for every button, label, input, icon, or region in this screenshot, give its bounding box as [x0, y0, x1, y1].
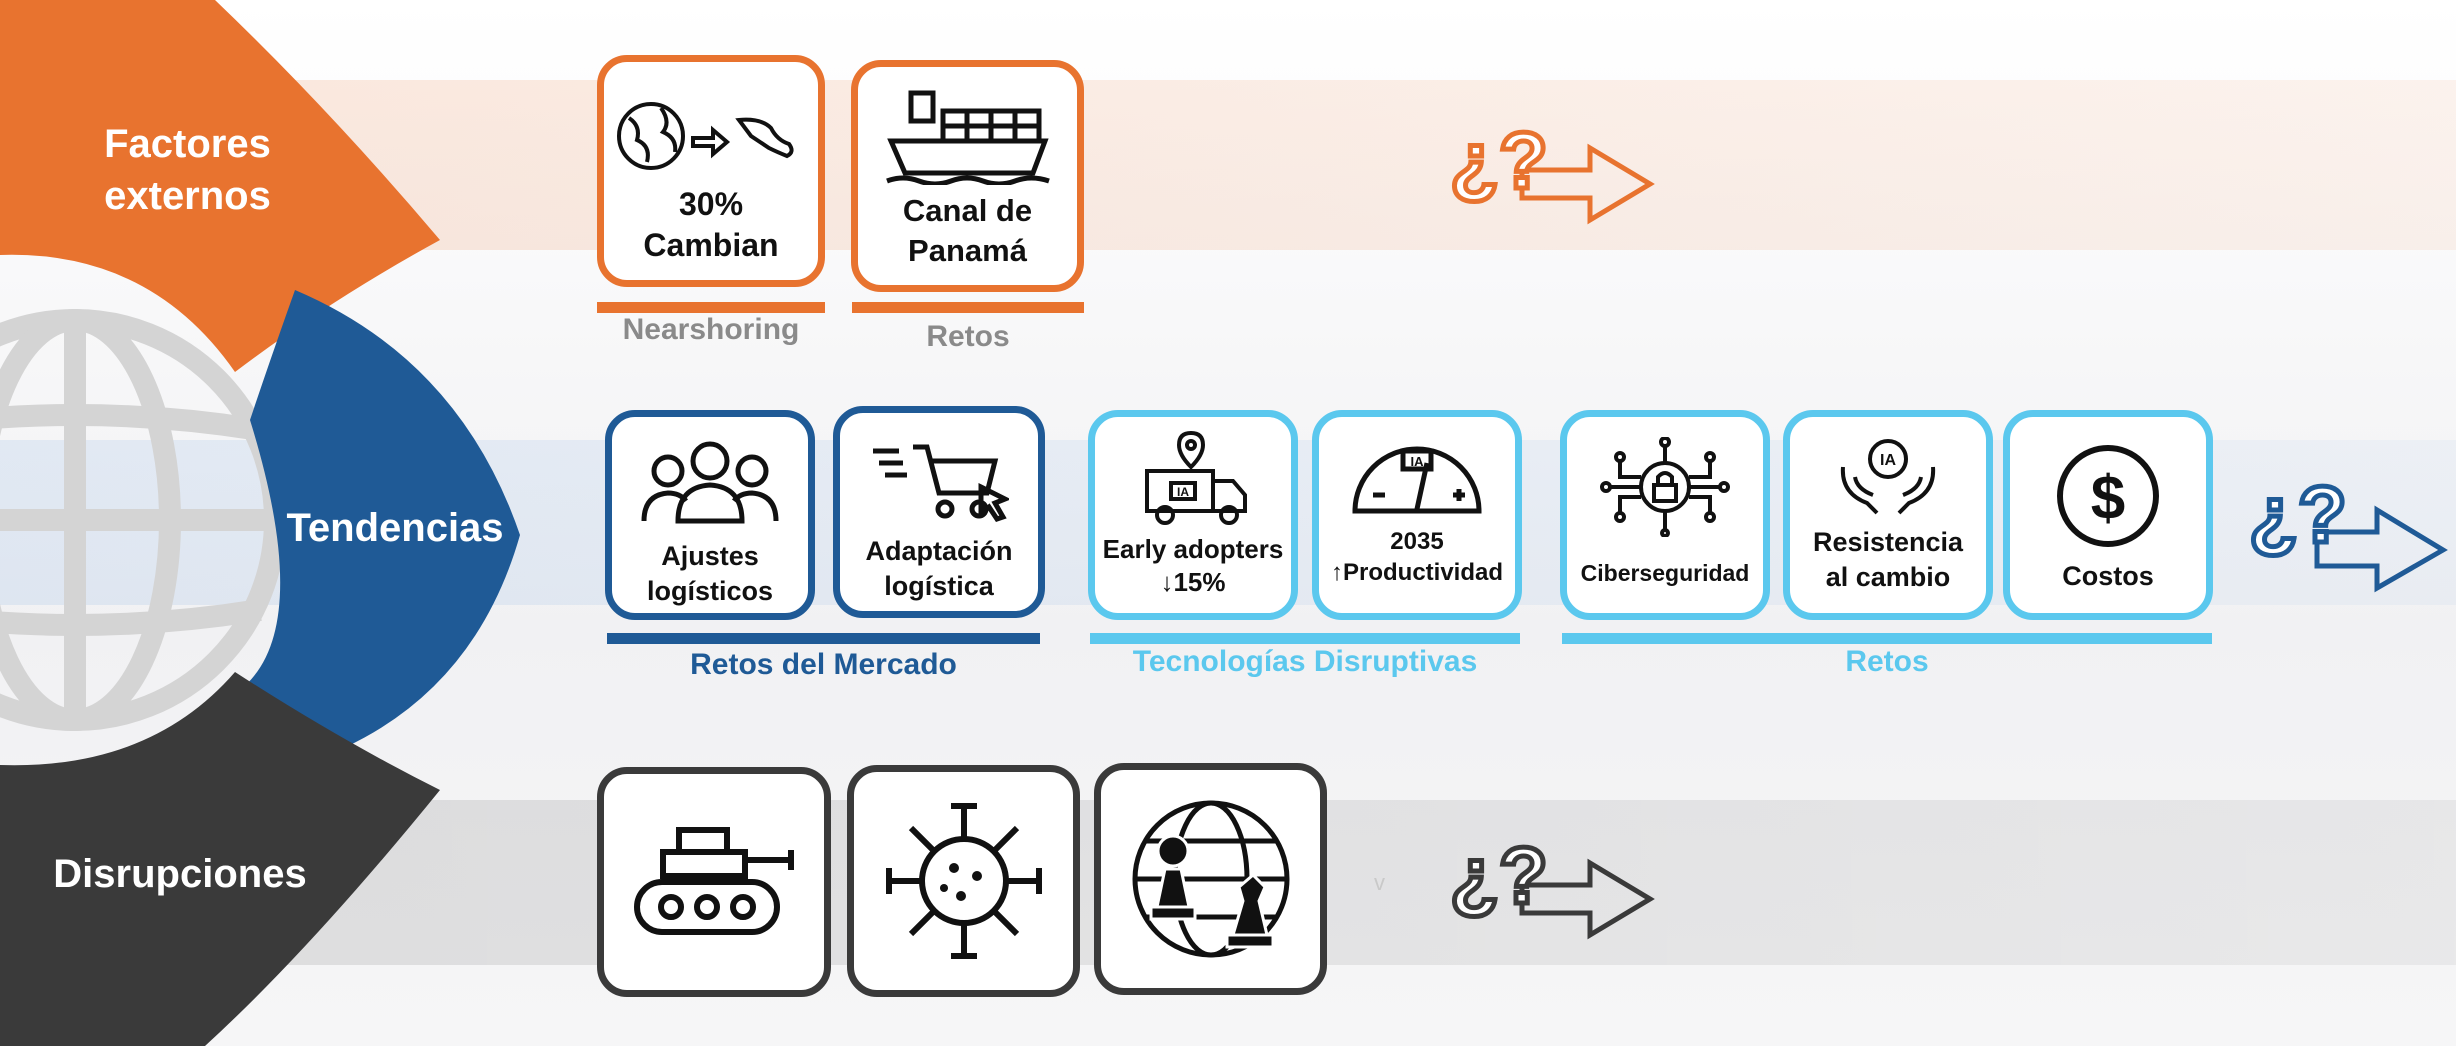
svg-text:$: $ — [2091, 464, 2125, 533]
resistencia-card: IA Resistencia al cambio — [1783, 410, 1993, 620]
cargo-ship-icon — [885, 90, 1050, 185]
costos-text: Costos — [2062, 561, 2154, 591]
svg-text:¿?: ¿? — [1450, 116, 1548, 205]
category-wheel — [0, 0, 520, 1046]
disrupciones-segment — [0, 672, 440, 1046]
factores-segment — [0, 0, 440, 372]
delivery-truck-icon: IA — [1145, 430, 1247, 525]
nearshoring-caption: Nearshoring — [622, 313, 800, 346]
adaptacion-logistica-card: Adaptación logística — [833, 406, 1045, 618]
ajustes-logisticos-text: Ajustes logísticos — [646, 541, 774, 606]
early-adopters-text: Early adopters ↓15% — [1102, 534, 1284, 598]
svg-text:IA: IA — [1177, 485, 1189, 499]
virus-icon — [885, 803, 1042, 959]
dollar-icon: $ — [2057, 445, 2159, 547]
canal-panama-card-text: Canal de Panamá — [902, 193, 1033, 268]
nearshoring-bar — [597, 302, 825, 313]
disrupciones-mark: v — [1374, 870, 1385, 895]
tendencias-segment — [240, 290, 520, 765]
nearshoring-card: 30% Cambian — [597, 55, 825, 287]
adaptacion-logistica-text: Adaptación logística — [865, 536, 1013, 601]
question-arrow-icon: ¿? — [1448, 114, 1655, 225]
disrupciones-label: Disrupciones — [53, 852, 307, 896]
circuit-lock-icon — [1600, 437, 1730, 537]
tecnologias-bar — [1090, 633, 1520, 644]
ciberseguridad-card: Ciberseguridad — [1560, 410, 1770, 620]
question-arrow-icon: ¿? — [1448, 829, 1655, 940]
productividad-card: IA 2035 ↑Productividad — [1312, 410, 1522, 620]
tecnologias-caption: Tecnologías Disruptivas — [1132, 645, 1478, 678]
retos-mercado-bar — [607, 633, 1040, 644]
ai-hands-icon: IA — [1840, 439, 1936, 515]
productividad-text: 2035 ↑Productividad — [1330, 528, 1504, 586]
retos-mercado-caption: Retos del Mercado — [690, 648, 957, 681]
resistencia-text: Resistencia al cambio — [1812, 527, 1964, 592]
nearshoring-card-text: 30% Cambian — [643, 186, 779, 263]
svg-text:IA: IA — [1411, 454, 1425, 469]
chess-globe-icon — [1132, 800, 1289, 958]
svg-text:IA: IA — [1880, 452, 1896, 469]
tank-icon — [634, 827, 794, 935]
svg-text:¿?: ¿? — [2249, 470, 2347, 559]
canal-panama-card: Canal de Panamá — [851, 60, 1084, 292]
shopping-cart-icon — [873, 444, 1009, 522]
question-arrow-icon: ¿? — [2247, 470, 2448, 593]
retos-blue-bar — [1562, 633, 2212, 644]
tendencias-label: Tendencias — [286, 506, 504, 550]
pandemic-card — [847, 765, 1080, 997]
ciberseguridad-text: Ciberseguridad — [1580, 560, 1750, 586]
early-adopters-card: IA Early adopters ↓15% — [1088, 410, 1298, 620]
svg-text:¿?: ¿? — [1450, 831, 1548, 920]
globe-to-mexico-icon — [617, 102, 794, 170]
retos-blue-caption: Retos — [1845, 645, 1929, 678]
war-card — [597, 767, 831, 997]
people-group-icon — [641, 441, 779, 524]
factores-label: Factores externos — [104, 122, 271, 218]
costos-card: $ Costos — [2003, 410, 2213, 620]
retos-orange-caption: Retos — [926, 320, 1010, 353]
gauge-icon: IA — [1352, 446, 1482, 514]
globe-icon — [0, 309, 286, 731]
geopolitics-card — [1094, 763, 1327, 995]
retos-orange-bar — [852, 302, 1084, 313]
ajustes-logisticos-card: Ajustes logísticos — [605, 410, 815, 620]
